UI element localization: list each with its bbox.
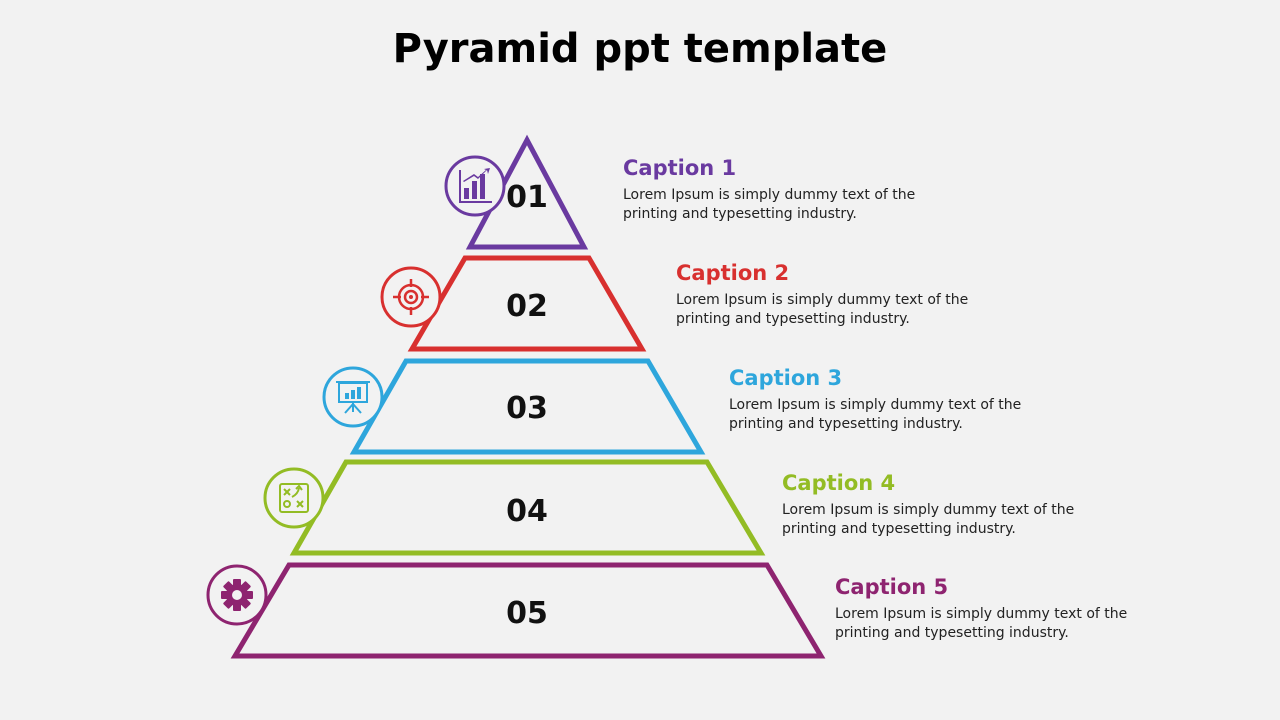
caption-block-5: Caption 5 Lorem Ipsum is simply dummy te… bbox=[835, 575, 1135, 643]
strategy-plan-icon bbox=[263, 467, 325, 529]
level-number-1: 01 bbox=[506, 180, 548, 215]
slide-title: Pyramid ppt template bbox=[392, 26, 888, 72]
gear-icon bbox=[206, 564, 268, 626]
caption-block-3: Caption 3 Lorem Ipsum is simply dummy te… bbox=[729, 366, 1029, 434]
target-icon bbox=[380, 266, 442, 328]
pyramid-level-4: 04 bbox=[289, 459, 766, 556]
caption-text-2: Lorem Ipsum is simply dummy text of the … bbox=[676, 292, 969, 327]
pyramid-segment-3 bbox=[349, 358, 706, 455]
presentation-board-icon bbox=[322, 366, 384, 428]
caption-text-5: Lorem Ipsum is simply dummy text of the … bbox=[835, 606, 1128, 641]
pyramid-level-5: 05 bbox=[230, 562, 826, 659]
caption-text-4: Lorem Ipsum is simply dummy text of the … bbox=[782, 502, 1075, 537]
caption-title-2: Caption 2 bbox=[676, 261, 790, 285]
caption-text-3: Lorem Ipsum is simply dummy text of the … bbox=[729, 397, 1022, 432]
caption-title-4: Caption 4 bbox=[782, 471, 896, 495]
bar-chart-growth-icon bbox=[444, 155, 506, 217]
caption-text-1: Lorem Ipsum is simply dummy text of the … bbox=[623, 187, 916, 222]
level-number-4: 04 bbox=[506, 494, 548, 529]
pyramid-segment-5 bbox=[230, 562, 826, 659]
level-number-5: 05 bbox=[506, 596, 548, 631]
level-number-3: 03 bbox=[506, 391, 548, 426]
caption-title-3: Caption 3 bbox=[729, 366, 843, 390]
pyramid-level-2: 02 bbox=[407, 255, 647, 352]
caption-title-1: Caption 1 bbox=[623, 156, 737, 180]
pyramid-level-3: 03 bbox=[349, 358, 706, 455]
caption-title-5: Caption 5 bbox=[835, 575, 949, 599]
caption-block-1: Caption 1 Lorem Ipsum is simply dummy te… bbox=[623, 156, 923, 224]
caption-block-2: Caption 2 Lorem Ipsum is simply dummy te… bbox=[676, 261, 976, 329]
level-number-2: 02 bbox=[506, 289, 548, 324]
caption-block-4: Caption 4 Lorem Ipsum is simply dummy te… bbox=[782, 471, 1082, 539]
